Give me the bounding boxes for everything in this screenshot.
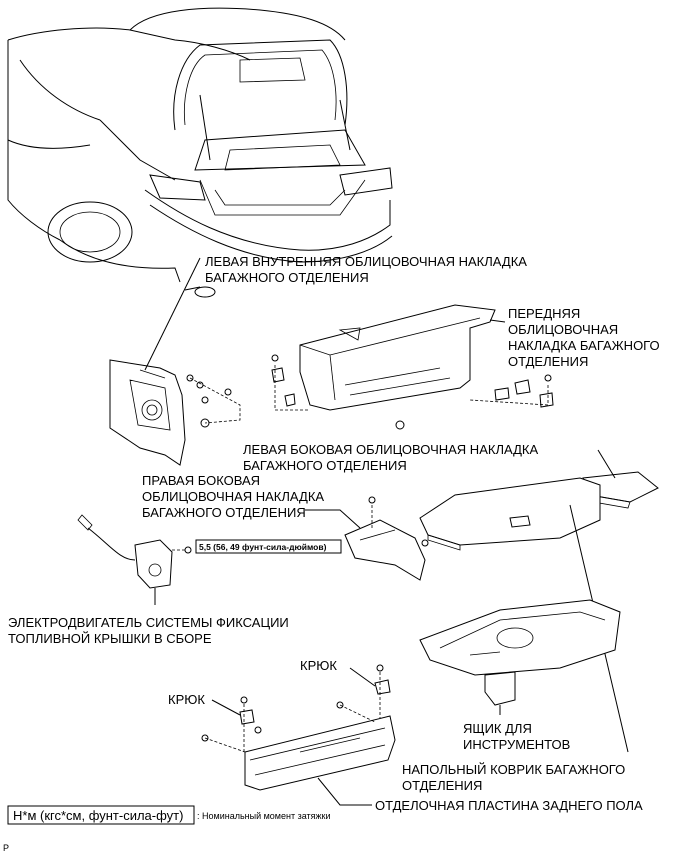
label-front-trim-3: НАКЛАДКА БАГАЖНОГО [508,338,660,353]
left-inner-trim-part [109,359,241,466]
label-left-inner-trim-2: БАГАЖНОГО ОТДЕЛЕНИЯ [205,270,369,285]
label-front-trim-4: ОТДЕЛЕНИЯ [508,354,588,369]
label-tool-box-1: ЯЩИК ДЛЯ [463,721,532,736]
left-inner-trim-leader [144,257,201,371]
legend-description: : Номинальный момент затяжки [197,811,331,821]
label-tool-box-2: ИНСТРУМЕНТОВ [463,737,570,752]
rear-floor-plate-part [201,664,396,791]
floor-mat-part [419,477,601,551]
front-trim-part [271,304,554,430]
left-side-trim-leader [597,449,616,479]
torque-legend: Н*м (кгс*см, фунт-сила-фут) : Номинальны… [7,805,331,825]
label-left-inner-trim-1: ЛЕВАЯ ВНУТРЕННЯЯ ОБЛИЦОВОЧНАЯ НАКЛАДКА [205,254,527,269]
tool-box-part [419,599,621,706]
label-right-side-trim-3: БАГАЖНОГО ОТДЕЛЕНИЯ [142,505,306,520]
hook-right-leader [349,667,376,687]
label-floor-mat-1: НАПОЛЬНЫЙ КОВРИК БАГАЖНОГО [402,762,625,777]
car-illustration [7,7,393,298]
right-side-trim-leader [305,509,361,529]
legend-box-text: Н*м (кгс*см, фунт-сила-фут) [13,808,183,823]
right-side-trim-part [344,496,429,581]
label-right-side-trim-2: ОБЛИЦОВОЧНАЯ НАКЛАДКА [142,489,324,504]
torque-value: 5,5 (56, 49 фунт-сила-дюймов) [199,542,327,552]
label-front-trim-1: ПЕРЕДНЯЯ [508,306,580,321]
label-hook-left: КРЮК [168,692,205,707]
label-rear-floor-plate: ОТДЕЛОЧНАЯ ПЛАСТИНА ЗАДНЕГО ПОЛА [375,798,643,813]
label-front-trim-2: ОБЛИЦОВОЧНАЯ [508,322,618,337]
label-floor-mat-2: ОТДЕЛЕНИЯ [402,778,482,793]
label-left-side-trim-1: ЛЕВАЯ БОКОВАЯ ОБЛИЦОВОЧНАЯ НАКЛАДКА [243,442,538,457]
hook-left-leader [211,699,241,716]
torque-callout: 5,5 (56, 49 фунт-сила-дюймов) [195,539,342,554]
label-left-side-trim-2: БАГАЖНОГО ОТДЕЛЕНИЯ [243,458,407,473]
front-trim-leader [489,319,506,323]
corner-mark: P [3,843,9,853]
rear-floor-plate-leader [317,777,372,806]
label-motor-2: ТОПЛИВНОЙ КРЫШКИ В СБОРЕ [8,631,212,646]
fuel-lid-motor-part [77,514,192,589]
label-right-side-trim-1: ПРАВАЯ БОКОВАЯ [142,473,260,488]
label-hook-right: КРЮК [300,658,337,673]
label-motor-1: ЭЛЕКТРОДВИГАТЕЛЬ СИСТЕМЫ ФИКСАЦИИ [8,615,289,630]
